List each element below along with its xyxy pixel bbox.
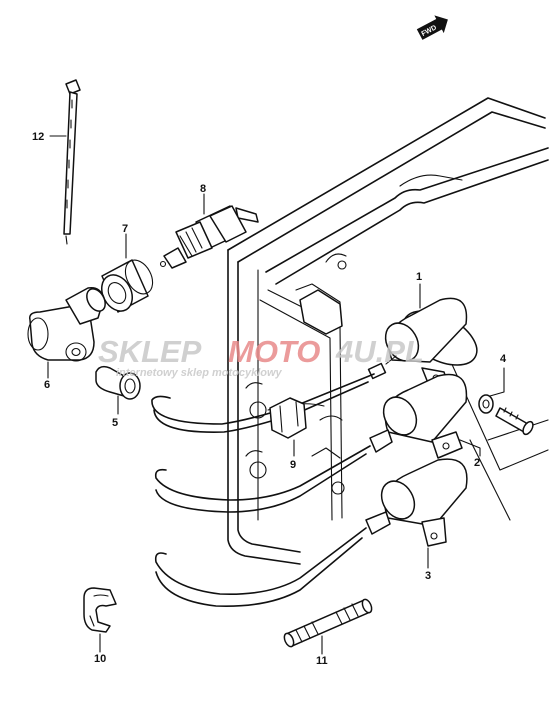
plug-cap-seal [95, 365, 141, 400]
watermark-tagline: internetowy sklep motocyklowy [116, 367, 283, 379]
callout-2: 2 [474, 457, 480, 469]
callout-1: 1 [416, 271, 422, 283]
callout-12: 12 [32, 131, 44, 143]
plug-cap-sleeve [101, 259, 154, 313]
spark-plug-cap [27, 286, 106, 362]
callout-11: 11 [316, 655, 328, 667]
wire-clamp [83, 587, 117, 633]
bolt-and-washer [478, 394, 534, 436]
callout-7: 7 [122, 223, 128, 235]
callout-9: 9 [290, 459, 296, 471]
ignition-coil-lower [365, 458, 468, 547]
fwd-arrow-icon: FWD [416, 15, 448, 40]
watermark-suffix: 4U.PL [335, 334, 424, 369]
callout-4: 4 [500, 353, 507, 365]
watermark: SKLEP MOTO 4U.PL internetowy sklep motoc… [98, 334, 424, 379]
callout-8: 8 [200, 183, 206, 195]
spark-plug [159, 205, 259, 269]
lead-clamp [269, 397, 307, 439]
callout-5: 5 [112, 417, 118, 429]
callout-10: 10 [94, 653, 106, 665]
callout-3: 3 [425, 570, 431, 582]
callout-numbers: 12 8 7 1 6 4 5 2 9 3 10 11 [32, 131, 507, 667]
stud-bolt [283, 598, 373, 648]
watermark-prefix: SKLEP [98, 334, 202, 369]
high-tension-leads [151, 373, 375, 607]
watermark-middle: MOTO [228, 334, 320, 369]
callout-6: 6 [44, 379, 50, 391]
frame-bracket [227, 97, 549, 565]
callout-leaders [47, 135, 505, 655]
cable-tie [63, 79, 81, 245]
ignition-coil-middle [369, 373, 468, 459]
